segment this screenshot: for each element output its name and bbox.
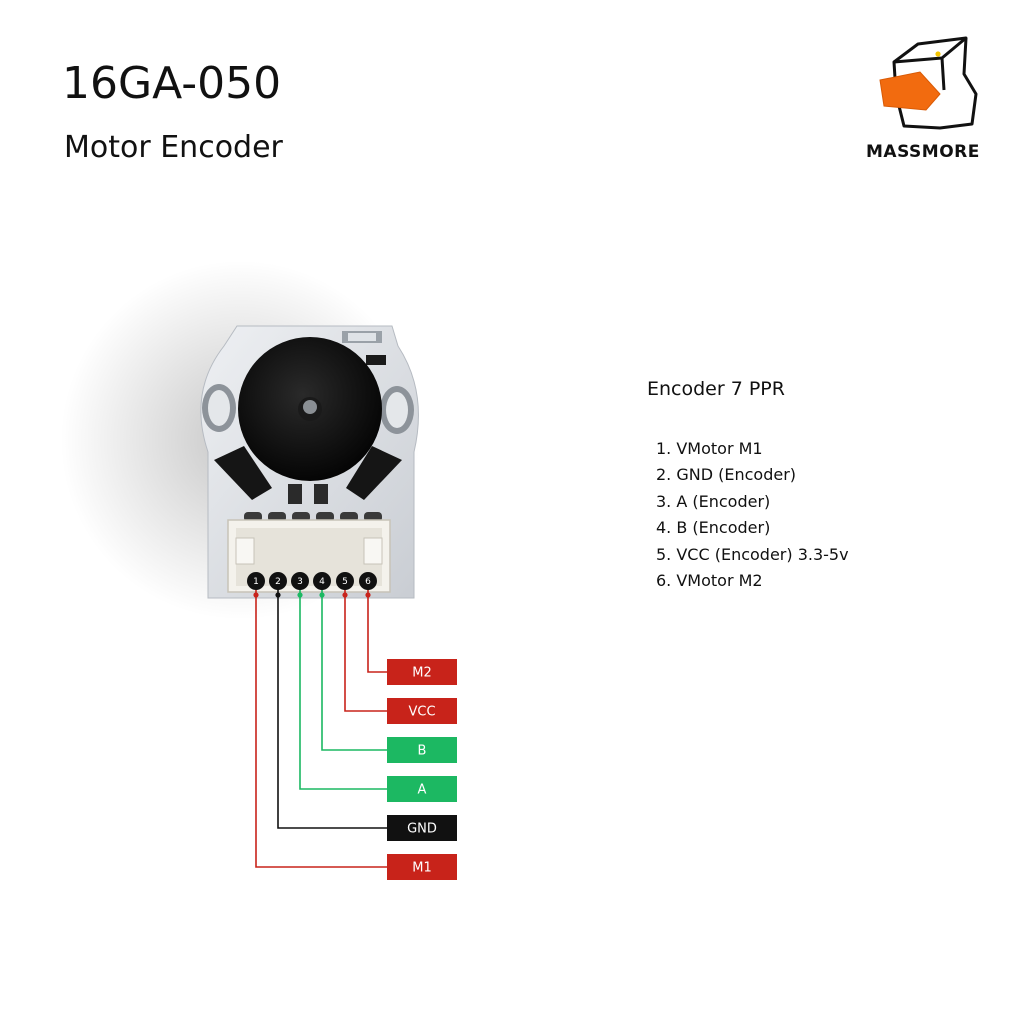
pin-list-item: 5. VCC (Encoder) 3.3-5v (656, 544, 849, 564)
encoder-board (200, 325, 419, 599)
pin-list-item: 6. VMotor M2 (656, 571, 763, 591)
wire-dot-6 (365, 592, 371, 598)
wire-dot-4 (319, 592, 325, 598)
pin-number-group: 1 2 3 4 5 6 (247, 572, 377, 590)
pin-circle-6 (359, 572, 377, 590)
label-box-m1 (387, 854, 457, 880)
wire-pin-3 (299, 581, 387, 790)
pin-list-item: 4. B (Encoder) (656, 518, 771, 538)
wire-pin-6 (367, 581, 387, 673)
pin-number-label: 2 (275, 577, 281, 587)
massmore-duck-logo (879, 36, 978, 130)
wire-dot-2 (275, 592, 281, 598)
wire-pin-5 (344, 581, 387, 712)
pin-circle-3 (291, 572, 309, 590)
pin-circle-4 (313, 572, 331, 590)
wire-dot-5 (342, 592, 348, 598)
page-subtitle: Motor Encoder (64, 130, 283, 165)
wire-dot-1 (253, 592, 259, 598)
pin-number-label: 5 (342, 577, 348, 587)
pin-list-item: 3. A (Encoder) (656, 491, 771, 511)
label-box-text: GND (407, 822, 437, 837)
pin-circle-2 (269, 572, 287, 590)
hall-sensor-right (346, 446, 402, 500)
motor-shaft (303, 400, 317, 414)
label-box-gnd (387, 815, 457, 841)
pin-number-label: 6 (365, 577, 371, 587)
pin-list: 1. VMotor M1 2. GND (Encoder) 3. A (Enco… (656, 436, 849, 594)
wire-pin-4 (321, 581, 387, 751)
label-box-text: M1 (412, 861, 432, 876)
label-box-a (387, 776, 457, 802)
label-box-b (387, 737, 457, 763)
pin-number-label: 4 (319, 577, 325, 587)
label-box-text: B (418, 744, 427, 759)
pin-list-item: 1. VMotor M1 (656, 439, 763, 458)
page-title: 16GA-050 (62, 58, 282, 109)
pin-list-item: 2. GND (Encoder) (656, 465, 797, 485)
wire-dot-3 (297, 592, 303, 598)
hall-sensor-left (214, 446, 272, 500)
wire-pin-1 (255, 581, 387, 868)
pin-circle-5 (336, 572, 354, 590)
brand-name: MASSMORE (866, 142, 980, 162)
pin-circle-1 (247, 572, 265, 590)
pin-number-label: 1 (253, 577, 259, 587)
label-box-text: VCC (408, 705, 435, 720)
wire-pin-2 (277, 581, 387, 829)
label-box-m2 (387, 659, 457, 685)
pin-number-label: 3 (297, 577, 303, 587)
encoder-heading: Encoder 7 PPR (647, 378, 785, 400)
wire-group (253, 581, 387, 868)
label-box-text: M2 (412, 666, 432, 681)
label-box-text: A (418, 783, 427, 798)
label-box-vcc (387, 698, 457, 724)
